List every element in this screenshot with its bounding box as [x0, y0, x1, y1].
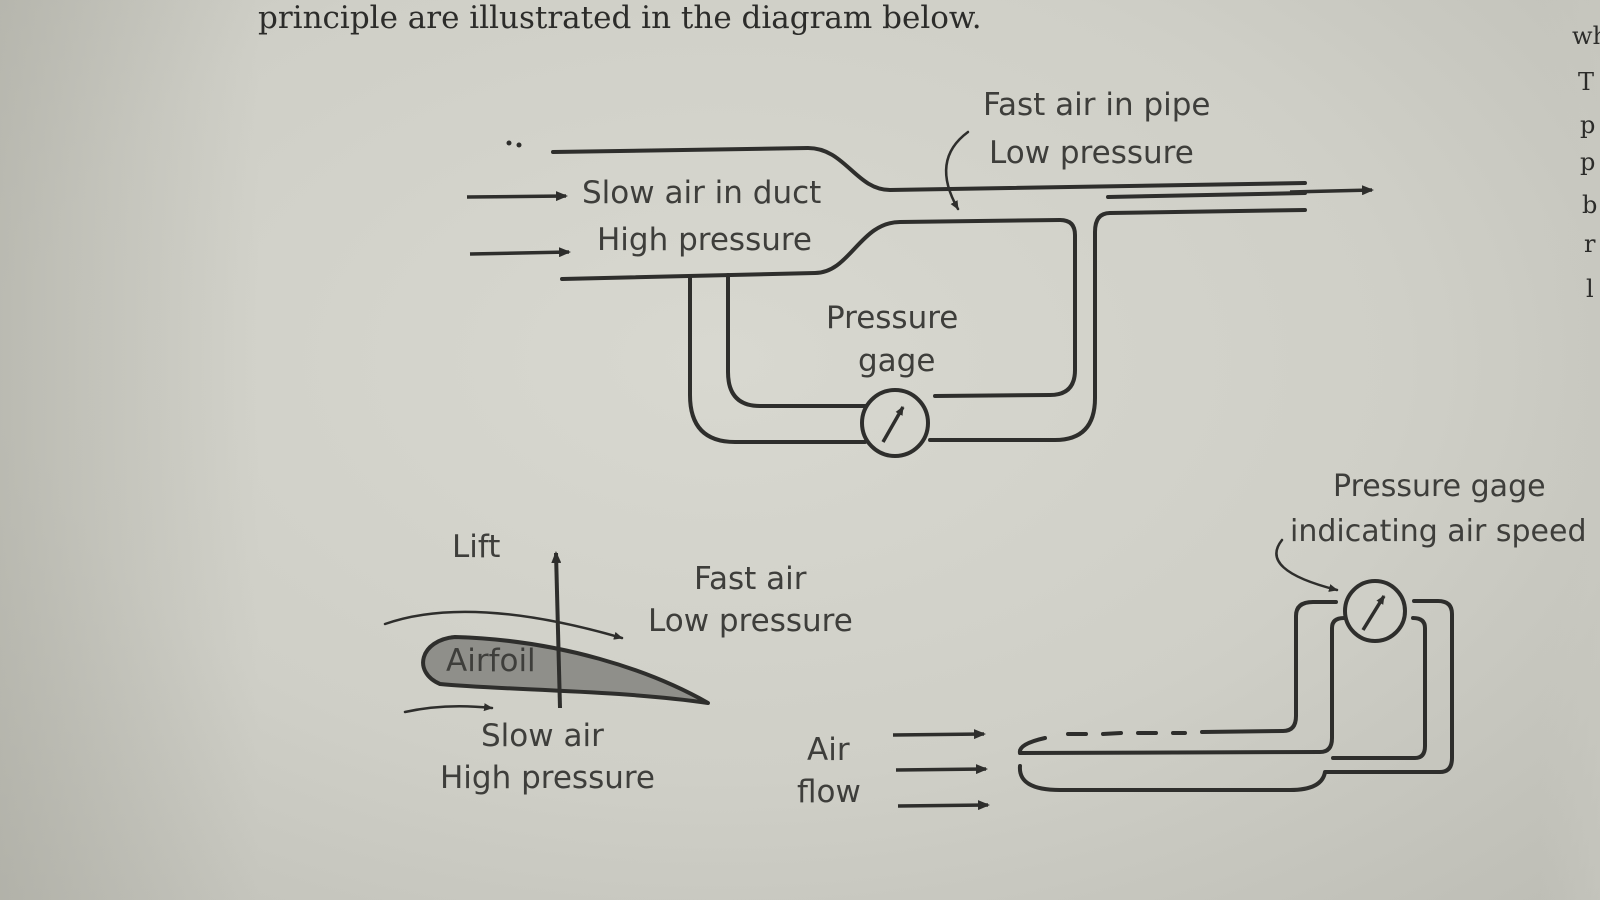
- label-flow: flow: [797, 774, 861, 810]
- edge-letter: p: [1580, 148, 1595, 176]
- page-edge-right: [1540, 0, 1600, 900]
- inflow-arrow: [469, 247, 571, 258]
- tube-left-outer: [688, 275, 867, 444]
- label-slow-air: Slow air: [481, 718, 604, 754]
- label-air: Air: [807, 732, 850, 768]
- airfoil-shape: [421, 635, 710, 705]
- airflow-above-arrow: [383, 610, 624, 640]
- label-pressure: Pressure: [826, 300, 958, 336]
- airflow-arrow: [892, 729, 986, 740]
- pressure-gage-dial: [860, 388, 930, 458]
- probe-return-tube: [1331, 616, 1427, 760]
- edge-letter: wh: [1572, 22, 1600, 50]
- label-lift: Lift: [452, 529, 500, 565]
- label-slow-air-in-duct: Slow air in duct: [582, 175, 821, 211]
- label-low-pressure: Low pressure: [989, 135, 1194, 171]
- airflow-arrow: [897, 800, 990, 811]
- page-shadow-left: [0, 0, 260, 900]
- label-high-pressure: High pressure: [440, 760, 655, 796]
- tube-left-inner: [726, 273, 868, 408]
- ink-dot: [506, 140, 512, 146]
- lift-arrow: [551, 551, 562, 709]
- venturi-diagram: Fast air in pipe Low pressure Slow air i…: [466, 87, 1374, 458]
- label-high-pressure: High pressure: [597, 222, 812, 258]
- inflow-arrow: [466, 191, 568, 202]
- label-fast-air: Fast air: [694, 561, 807, 597]
- ink-dot: [516, 142, 522, 148]
- edge-letter: b: [1582, 191, 1597, 219]
- label-gage: gage: [858, 343, 935, 379]
- edge-letter: p: [1580, 111, 1595, 139]
- label-indicating-air-speed: indicating air speed: [1290, 514, 1587, 549]
- outflow-arrow: [1289, 185, 1374, 196]
- pipe-outlet-upper: [1106, 191, 1307, 199]
- pitot-diagram: Pressure gage indicating air speed Air f…: [797, 469, 1587, 811]
- duct-top-wall: [551, 146, 1307, 192]
- gage-needle: [881, 406, 905, 443]
- label-fast-air-in-pipe: Fast air in pipe: [983, 87, 1211, 123]
- label-airfoil: Airfoil: [446, 643, 536, 679]
- airfoil-diagram: Lift Fast air Low pressure Airfoil Slow …: [383, 529, 853, 796]
- edge-letter: r: [1584, 230, 1596, 258]
- leader-fast-air: [944, 130, 970, 211]
- airflow-arrow: [895, 764, 988, 775]
- right-edge-text: wh T p p b r l: [1572, 22, 1600, 303]
- gage-needle: [1361, 595, 1386, 631]
- probe-top-tube: [1200, 600, 1338, 734]
- edge-letter: l: [1586, 275, 1594, 303]
- probe-nose: [1017, 736, 1047, 755]
- edge-letter: T: [1578, 68, 1594, 96]
- pipe-outlet-lower: [1108, 208, 1307, 215]
- label-pressure-gage: Pressure gage: [1333, 469, 1546, 504]
- airflow-below-arrow: [403, 703, 494, 714]
- duct-bottom-wall: [560, 218, 1077, 398]
- probe-static-ports: [1066, 731, 1187, 736]
- label-low-pressure: Low pressure: [648, 603, 853, 639]
- probe-middle-tube: [1018, 616, 1346, 755]
- caption-fragment: principle are illustrated in the diagram…: [258, 0, 982, 36]
- probe-bottom-tube: [1017, 599, 1454, 792]
- leader-gage: [1275, 538, 1339, 592]
- tube-right-outer: [928, 211, 1112, 442]
